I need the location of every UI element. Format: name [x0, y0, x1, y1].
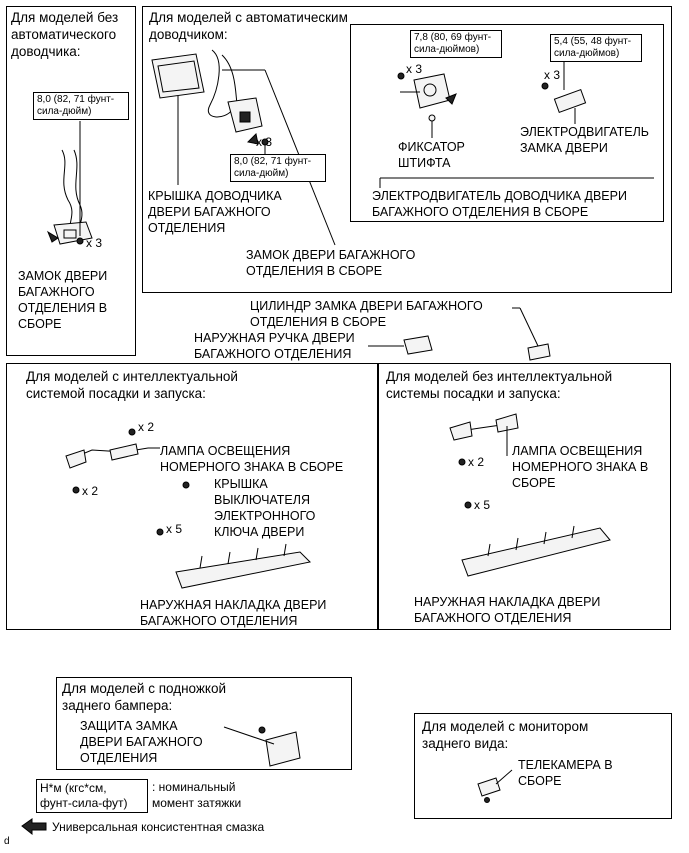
section-step-bumper	[56, 677, 352, 770]
pin-retainer-drawing	[397, 72, 457, 138]
torque-spec-closer-lock: 8,0 (82, 71 фунт- сила-дюйм)	[230, 154, 326, 182]
label-license-lamp-no-smart: ЛАМПА ОСВЕЩЕНИЯ НОМЕРНОГО ЗНАКА В СБОРЕ	[512, 444, 649, 490]
bolt-qty-motor: x 3	[544, 68, 561, 82]
label-lock-motor: ЭЛЕКТРОДВИГАТЕЛЬ ЗАМКА ДВЕРИ	[520, 125, 649, 155]
garnish-smart-drawing	[156, 528, 312, 589]
bolt-qty-lamp-top: x 2	[138, 420, 155, 434]
rear-view-title: Для моделей с монитором заднего вида:	[422, 719, 589, 751]
section-closer-inner	[350, 24, 664, 222]
torque-spec-lock: 8,0 (82, 71 фунт- сила-дюйм)	[33, 92, 129, 120]
label-garnish-no-smart: НАРУЖНАЯ НАКЛАДКА ДВЕРИ БАГАЖНОГО ОТДЕЛЕ…	[414, 595, 601, 625]
grease-legend-label: Универсальная консистентная смазка	[52, 820, 265, 834]
label-license-lamp-smart: ЛАМПА ОСВЕЩЕНИЯ НОМЕРНОГО ЗНАКА В СБОРЕ	[160, 444, 344, 474]
figure-code: d	[4, 836, 10, 847]
tailgate-lock-drawing	[46, 121, 93, 245]
bolt-qty-lamp-no-smart: x 2	[468, 455, 485, 469]
torque-unit-legend: Н*м (кгс*см, фунт-сила-фут)	[36, 779, 148, 813]
label-camera: ТЕЛЕКАМЕРА В СБОРЕ	[518, 758, 613, 788]
switch-cover-drawing	[182, 481, 190, 489]
bolt-qty-garnish-smart: x 5	[166, 522, 183, 536]
torque-unit-description: : номинальный момент затяжки	[152, 780, 242, 810]
torque-spec-motor: 5,4 (55, 48 фунт- сила-дюймов)	[550, 34, 642, 62]
lock-protector-drawing	[223, 726, 301, 767]
bolt-qty-pin: x 3	[406, 62, 423, 76]
label-closer-lock-assembly: ЗАМОК ДВЕРИ БАГАЖНОГО ОТДЕЛЕНИЯ В СБОРЕ	[246, 248, 416, 278]
label-lock-cylinder: ЦИЛИНДР ЗАМКА ДВЕРИ БАГАЖНОГО ОТДЕЛЕНИЯ …	[250, 299, 483, 329]
section-auto-closer	[142, 6, 672, 293]
label-closer-motor-assembly: ЭЛЕКТРОДВИГАТЕЛЬ ДОВОДЧИКА ДВЕРИ БАГАЖНО…	[372, 189, 627, 219]
label-outside-handle: НАРУЖНАЯ РУЧКА ДВЕРИ БАГАЖНОГО ОТДЕЛЕНИЯ	[194, 331, 355, 361]
closer-lock-drawing	[207, 49, 336, 246]
section-rear-view	[414, 713, 672, 819]
smart-entry-title: Для моделей с интеллектуальной системой …	[26, 369, 238, 401]
label-switch-cover: КРЫШКА ВЫКЛЮЧАТЕЛЯ ЭЛЕКТРОННОГО КЛЮЧА ДВ…	[214, 477, 316, 539]
label-lock-protector: ЗАЩИТА ЗАМКА ДВЕРИ БАГАЖНОГО ОТДЕЛЕНИЯ	[80, 719, 203, 765]
outside-handle-drawing	[368, 335, 433, 355]
lock-cylinder-drawing	[512, 307, 551, 361]
torque-spec-pin: 7,8 (80, 69 фунт- сила-дюймов)	[410, 30, 502, 58]
auto-closer-title: Для моделей с автоматическим доводчиком:	[149, 10, 348, 42]
no-auto-closer-title: Для моделей без автоматического доводчик…	[11, 10, 119, 59]
lock-motor-drawing	[541, 60, 587, 124]
label-pin-retainer: ФИКСАТОР ШТИФТА	[398, 140, 465, 170]
label-closer-cover: КРЫШКА ДОВОДЧИКА ДВЕРИ БАГАЖНОГО ОТДЕЛЕН…	[148, 189, 282, 235]
label-tailgate-lock: ЗАМОК ДВЕРИ БАГАЖНОГО ОТДЕЛЕНИЯ В СБОРЕ	[18, 269, 108, 331]
section-smart-entry	[6, 363, 378, 630]
camera-drawing	[477, 769, 513, 803]
bolt-qty-closer-lock: x 3	[256, 135, 273, 149]
garnish-no-smart-drawing	[461, 501, 611, 577]
section-no-smart-entry	[378, 363, 671, 630]
bolt-qty-lamp-bottom: x 2	[82, 484, 99, 498]
bolt-qty-garnish-no-smart: x 5	[474, 498, 491, 512]
section-no-auto-closer	[6, 6, 136, 356]
step-bumper-title: Для моделей с подножкой заднего бампера:	[62, 681, 227, 713]
license-lamp-no-smart-drawing	[449, 413, 519, 466]
closer-cover-drawing	[151, 53, 205, 185]
bolt-qty-lock: x 3	[86, 236, 103, 250]
license-lamp-smart-drawing	[65, 428, 160, 494]
grease-arrow-icon	[21, 818, 47, 836]
no-smart-entry-title: Для моделей без интеллектуальной системы…	[386, 369, 613, 401]
label-garnish-smart: НАРУЖНАЯ НАКЛАДКА ДВЕРИ БАГАЖНОГО ОТДЕЛЕ…	[140, 598, 327, 628]
